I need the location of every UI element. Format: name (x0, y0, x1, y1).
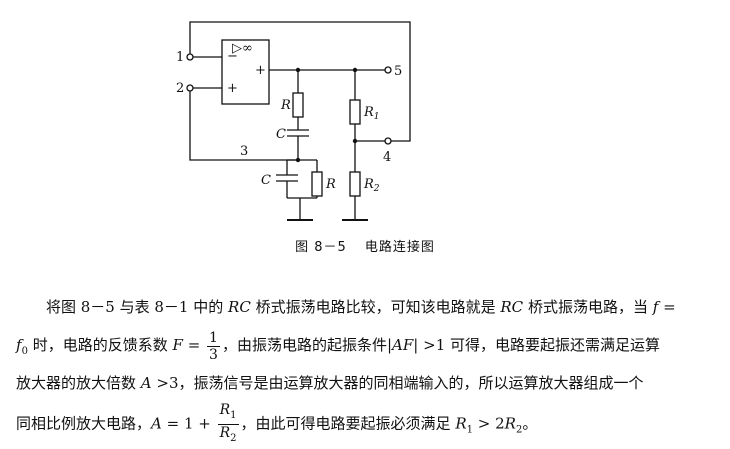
math-A: A (140, 374, 152, 392)
abs-bar: | (386, 336, 393, 354)
label-R-bot: R (325, 177, 336, 192)
label-opamp-plus-in: + (227, 81, 238, 96)
math-F: F (172, 336, 183, 354)
fraction-numerator: 1 (207, 329, 220, 347)
math-sub: 1 (466, 424, 474, 436)
terminal-1 (186, 53, 194, 61)
math-sub: 1 (230, 409, 237, 421)
math-rc: RC (228, 298, 251, 316)
text-segment: >1 可得，电路要起振还需满足运算 (418, 336, 661, 354)
junction-node3 (295, 157, 301, 163)
math-A: A (151, 414, 162, 433)
circuit-diagram: 1 2 3 4 5 − + + ▷∞ R C C R R1 R2 (176, 21, 411, 221)
fraction-denominator: R2 (218, 425, 239, 447)
opamp-box (221, 39, 270, 105)
caption-number: 图 8－5 (295, 240, 347, 255)
text-segment: >3，振荡信号是由运算放大器的同相端输入的，所以运算放大器组成一个 (151, 374, 644, 392)
text-segment: > 2 (473, 414, 505, 433)
text-segment: 同相比例放大电路， (16, 414, 152, 433)
text-segment: = (182, 336, 206, 354)
figure-caption: 图 8－5 电路连接图 (0, 236, 730, 255)
math-R: R (504, 414, 516, 433)
label-R1: R1 (363, 105, 380, 122)
wire-feedback-top (189, 21, 411, 142)
math-R: R (219, 402, 231, 418)
math-R: R (455, 414, 467, 433)
text-segment: = (658, 298, 676, 316)
label-C-top: C (276, 127, 286, 142)
text-segment: 桥式振荡电路比较，可知该电路就是 (255, 298, 496, 316)
label-node-3: 3 (240, 144, 248, 159)
text-segment: ，由此可得电路要起振必须满足 (240, 414, 451, 433)
label-node-1: 1 (176, 50, 184, 65)
terminal-2 (186, 84, 194, 92)
wire-node2-to-node3 (189, 91, 298, 161)
label-C-bot: C (261, 173, 271, 188)
junction-output-R1 (352, 67, 358, 73)
terminal-4 (384, 137, 392, 145)
math-sub: 2 (230, 432, 237, 444)
label-opamp-plus-out: + (255, 63, 266, 78)
text-segment: 桥式振荡电路，当 (527, 298, 648, 316)
text-segment: 。 (522, 414, 538, 433)
junction-output-R (295, 67, 301, 73)
label-node-4: 4 (383, 150, 391, 165)
text-segment: 放大器的放大倍数 (16, 374, 137, 392)
text-segment: 将图 8－5 与表 8－1 中的 (46, 298, 224, 316)
label-R2: R2 (363, 177, 380, 194)
label-node-5: 5 (394, 64, 402, 79)
text-segment: ，由振荡电路的起振条件 (221, 336, 387, 354)
fraction-denominator: 3 (209, 346, 218, 363)
resistor-R-bot (311, 171, 323, 197)
label-R-top: R (280, 98, 291, 113)
body-paragraph: 将图 8－5 与表 8－1 中的 RC 桥式振荡电路比较，可知该电路就是 RC … (16, 288, 716, 444)
math-f0: f (16, 336, 22, 354)
resistor-R-top (292, 92, 304, 118)
junction-node4 (352, 138, 358, 144)
math-f: f (652, 298, 659, 316)
math-R: R (219, 424, 231, 441)
paragraph-line-1: 将图 8－5 与表 8－1 中的 RC 桥式振荡电路比较，可知该电路就是 RC … (16, 288, 716, 326)
fraction-numerator: R1 (217, 402, 239, 425)
resistor-R2 (349, 171, 361, 197)
label-node-2: 2 (176, 81, 184, 96)
text-segment: 时，电路的反馈系数 (32, 336, 168, 354)
math-rc: RC (500, 298, 524, 316)
opamp-symbol: ▷∞ (232, 41, 253, 56)
math-f0-sub: 0 (21, 346, 28, 357)
label-opamp-minus: − (227, 49, 238, 64)
caption-title: 电路连接图 (364, 240, 435, 255)
paragraph-line-3: 放大器的放大倍数 A >3，振荡信号是由运算放大器的同相端输入的，所以运算放大器… (16, 364, 716, 402)
abs-bar: | (413, 336, 419, 354)
text-segment: = 1 + (161, 414, 216, 433)
resistor-R1 (349, 99, 361, 125)
math-AF: AF (392, 336, 414, 354)
terminal-5 (384, 66, 392, 74)
math-sub: 2 (515, 424, 523, 436)
